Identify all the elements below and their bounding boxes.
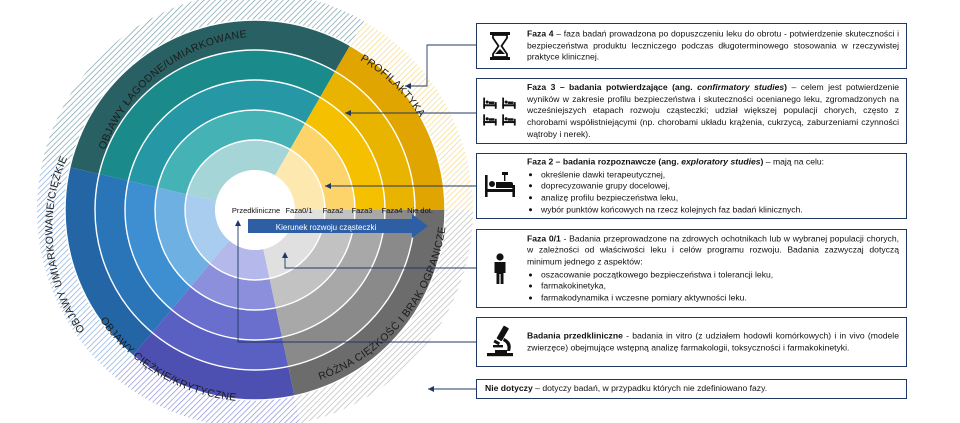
legend-title-not-applicable: Nie dotyczy xyxy=(485,383,533,394)
patient-bed-icon xyxy=(485,172,515,197)
legend-desc-faza2: – mają na celu: xyxy=(763,156,825,167)
legend-box-faza2: Faza 2 – badania rozpoznawcze (ang. expl… xyxy=(476,153,907,219)
hospital-beds-icon xyxy=(483,97,516,126)
list-item: doprecyzowanie grupy docelowej, xyxy=(541,181,899,193)
legend-title-faza3: Faza 3 – badania potwierdzające (ang. co… xyxy=(527,81,788,92)
list-item: określenie dawki terapeutycznej, xyxy=(541,169,899,181)
phase-label-4: Faza4 xyxy=(382,206,403,215)
wheel-sector-gray-ring-3 xyxy=(282,210,415,367)
legend-box-not-applicable: Nie dotyczy – dotyczy badań, w przypadku… xyxy=(476,379,907,399)
connector-lines xyxy=(237,44,476,390)
legend-desc-preclinical: - badania in vitro (z udziałem hodowli k… xyxy=(527,330,899,352)
phase-label-0-1: Faza0/1 xyxy=(285,206,312,215)
legend-text-preclinical: Badania przedkliniczne - badania in vitr… xyxy=(527,330,899,353)
wheel-sector-gray-ring-2 xyxy=(275,210,385,338)
wheel-sector-blue-ring-3 xyxy=(95,174,172,333)
person-icon xyxy=(494,252,506,284)
list-item: analizę profilu bezpieczeństwa leku, xyxy=(541,192,899,204)
wheel-ring-dividers xyxy=(64,19,446,401)
connector-faza01 xyxy=(284,258,476,269)
legend-text-not-applicable: Nie dotyczy – dotyczy badań, w przypadku… xyxy=(485,383,899,395)
wheel-sector-blue-ring-2 xyxy=(124,180,191,310)
connector-arrowhead-preclinical xyxy=(235,220,241,226)
legend-text-faza3: Faza 3 – badania potwierdzające (ang. co… xyxy=(527,82,899,140)
legend-box-faza4: Faza 4 – faza badań prowadzona po dopusz… xyxy=(476,23,907,69)
wheel-sector-yellow-ring-4 xyxy=(335,45,445,211)
ring-divider-3 xyxy=(94,49,416,371)
ring-divider-4 xyxy=(64,19,446,401)
wheel-sector-gray-ring-1 xyxy=(269,210,355,308)
development-direction-arrow: Kierunek rozwoju cząsteczki xyxy=(248,214,428,238)
wheel-sector-teal-ring-0 xyxy=(186,140,290,202)
legend-title-faza2: Faza 2 – badania rozpoznawcze (ang. expl… xyxy=(527,156,764,167)
phase-axis: Przedkliniczne Faza0/1 Faza2 Faza3 Faza4… xyxy=(232,206,433,215)
wheel-sector-yellow-ring-1 xyxy=(290,123,355,210)
wheel-sector-blue-ring-4 xyxy=(65,167,153,356)
legend-desc-faza3: – celem jest potwierdzenie wyników w zak… xyxy=(527,81,900,139)
wheel-sector-purple-ring-3 xyxy=(152,309,289,370)
wheel-sector-purple-ring-0 xyxy=(210,240,270,280)
wheel-sector-yellow-ring-0 xyxy=(275,149,325,210)
phase-label-not-applicable: Nie dot. xyxy=(407,206,433,215)
legend-text-faza01: Faza 0/1 - Badania przeprowadzone na zdr… xyxy=(527,233,899,304)
wheel-sector-yellow-ring-3 xyxy=(320,71,415,210)
legend-bullets-faza2: określenie dawki terapeutycznej, doprecy… xyxy=(527,169,899,216)
legend-title-faza4: Faza 4 xyxy=(527,28,554,39)
legend-desc-faza4: – faza badań prowadzona po dopuszczeniu … xyxy=(527,28,899,62)
phase-label-3: Faza3 xyxy=(352,206,373,215)
connector-arrowhead-faza01 xyxy=(282,252,288,258)
connector-preclinical xyxy=(237,226,476,343)
connector-arrowhead-faza2 xyxy=(325,183,331,189)
wheel-sector-purple-ring-1 xyxy=(190,263,276,310)
legend-title-faza01: Faza 0/1 xyxy=(527,232,561,243)
ring-divider-0 xyxy=(184,139,326,281)
legend-text-faza4: Faza 4 – faza badań prowadzona po dopusz… xyxy=(527,28,899,63)
ring-divider-2 xyxy=(124,79,386,341)
connector-faza4 xyxy=(405,44,476,87)
wheel-sector-teal-ring-3 xyxy=(99,50,335,181)
wheel-sector-blue-ring-0 xyxy=(185,194,230,264)
center-label-preclinical: Przedkliniczne xyxy=(232,206,280,215)
arrow-label: Kierunek rozwoju cząsteczki xyxy=(276,223,377,232)
connector-arrowhead-not-applicable xyxy=(428,386,434,392)
wheel-sector-gray-ring-4 xyxy=(288,210,445,396)
phase-label-2: Faza2 xyxy=(323,206,344,215)
wheel-sectors xyxy=(37,0,473,423)
legend-bullets-faza01: oszacowanie początkowego bezpieczeństwa … xyxy=(527,269,899,304)
wheel-sector-purple-ring-5 xyxy=(114,355,301,423)
connector-arrowhead-faza4 xyxy=(405,83,411,89)
wheel-sector-gray-ring-5 xyxy=(294,210,473,423)
microscope-icon xyxy=(487,325,513,357)
legend-text-faza2: Faza 2 – badania rozpoznawcze (ang. expl… xyxy=(527,156,899,215)
wheel-sector-teal-ring-5 xyxy=(42,0,364,168)
legend-box-faza3: Faza 3 – badania potwierdzające (ang. co… xyxy=(476,78,907,144)
wheel-sector-teal-ring-4 xyxy=(69,20,350,175)
legend-box-faza01: Faza 0/1 - Badania przeprowadzone na zdr… xyxy=(476,229,907,308)
list-item: oszacowanie początkowego bezpieczeństwa … xyxy=(541,269,899,281)
list-item: wybór punktów końcowych na rzecz kolejny… xyxy=(541,204,899,216)
list-item: farmakokinetyka, xyxy=(541,281,899,293)
wheel-sector-purple-ring-4 xyxy=(132,332,295,400)
legend-title-preclinical: Badania przedkliniczne xyxy=(527,330,623,341)
legend-box-preclinical: Badania przedkliniczne - badania in vitr… xyxy=(476,317,907,367)
list-item: farmakodynamika i wczesne pomiary aktywn… xyxy=(541,292,899,304)
wheel-sector-blue-ring-5 xyxy=(37,160,133,377)
ring-divider-1 xyxy=(154,109,356,311)
wheel-sector-yellow-ring-5 xyxy=(350,21,473,210)
legend-desc-faza01: - Badania przeprowadzone na zdrowych och… xyxy=(527,232,899,267)
wheel-sector-blue-ring-1 xyxy=(155,187,211,287)
wheel-sector-yellow-ring-2 xyxy=(305,97,385,210)
legend-desc-not-applicable: – dotyczy badań, w przypadku których nie… xyxy=(532,383,768,394)
hourglass-icon xyxy=(490,32,510,60)
connector-arrowhead-faza3 xyxy=(345,110,351,116)
